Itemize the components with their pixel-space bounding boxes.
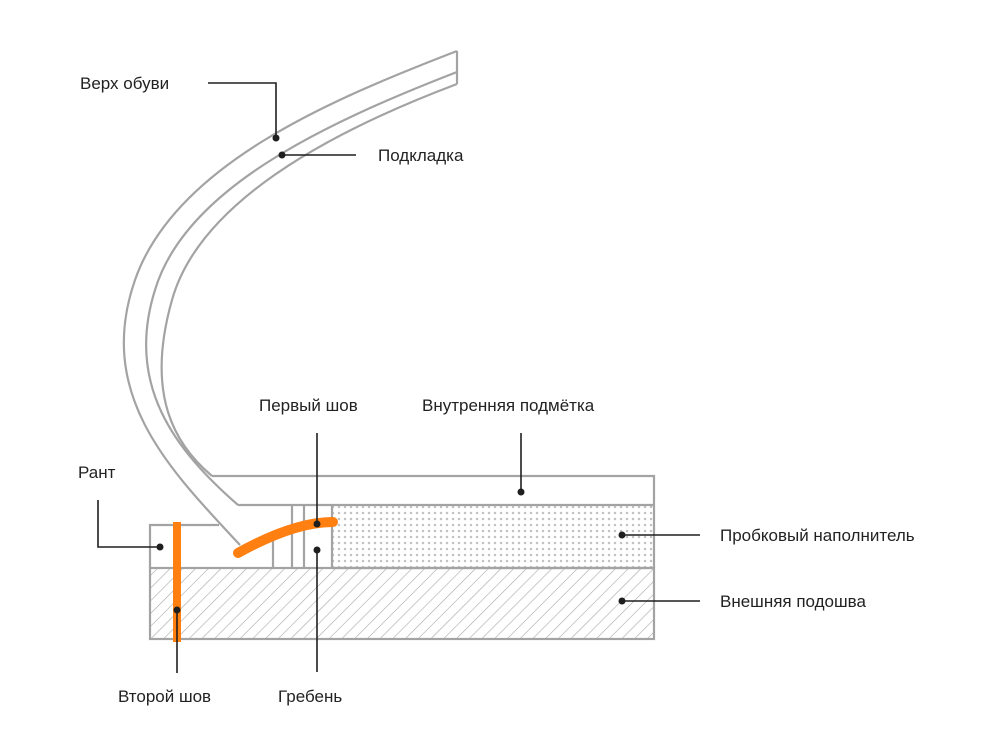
leader-upper bbox=[208, 82, 280, 142]
leader-second-stitch bbox=[173, 606, 181, 673]
leader-outsole bbox=[618, 597, 700, 605]
leader-rib bbox=[313, 546, 321, 672]
first-stitch bbox=[233, 517, 338, 558]
insole bbox=[212, 474, 656, 568]
label-second-stitch: Второй шов bbox=[118, 687, 211, 706]
cork-filler bbox=[332, 505, 654, 570]
leader-first-stitch bbox=[313, 433, 321, 528]
leader-welt bbox=[97, 500, 164, 551]
label-rib: Гребень bbox=[278, 687, 342, 706]
rib bbox=[271, 505, 334, 568]
label-lining: Подкладка bbox=[378, 146, 464, 165]
label-outsole: Внешняя подошва bbox=[720, 592, 866, 611]
label-insole: Внутренняя подмётка bbox=[422, 396, 595, 415]
leader-cork-filler bbox=[618, 531, 700, 539]
label-cork-filler: Пробковый наполнитель bbox=[720, 526, 915, 545]
label-welt: Рант bbox=[78, 463, 116, 482]
lining bbox=[160, 82, 458, 477]
leader-lining bbox=[278, 151, 356, 159]
label-upper: Верх обуви bbox=[80, 74, 169, 93]
outsole bbox=[148, 566, 656, 641]
label-first-stitch: Первый шов bbox=[259, 396, 358, 415]
welt bbox=[148, 523, 219, 568]
leader-insole bbox=[517, 433, 525, 496]
shoe-upper bbox=[122, 49, 459, 546]
